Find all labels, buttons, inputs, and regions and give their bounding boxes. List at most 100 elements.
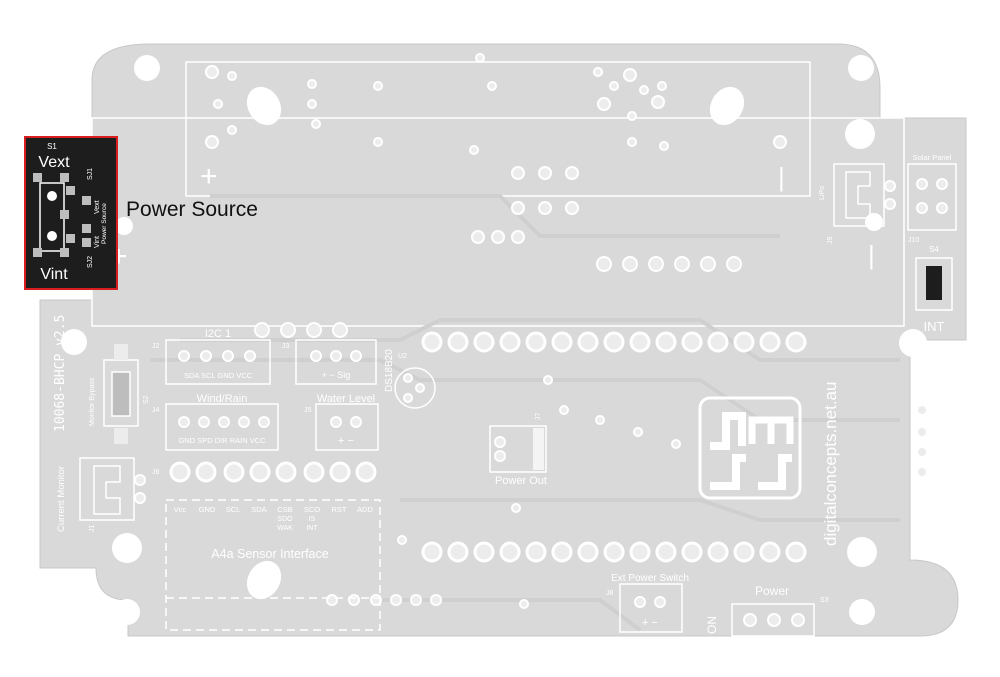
power-source-callout: Power Source [126,198,258,221]
current-monitor-shape [93,465,121,515]
sj1-label: SJ1 [87,168,94,180]
lipo-connector-shape [845,171,871,219]
s4-switch-body [926,266,942,300]
a4a-pin-5: CSB [277,505,292,514]
monitor-bypass-label: Monitor Bypass [89,377,96,426]
digital-concepts-logo [698,396,802,500]
s1-terminal-top [47,191,57,201]
a4a-pin-2: GND [199,505,216,514]
s1-ref: S1 [47,142,57,151]
ext-power-title: Ext Power Switch [611,573,689,584]
vias [326,375,928,609]
s1-pad-1 [33,173,42,182]
j3-pins [310,350,362,362]
sj2-pad-a [66,234,75,243]
header-row-bottom [421,541,807,563]
a4a-sub-sdo: SDO [277,516,293,523]
j4-ref: J4 [152,407,160,414]
wind-pin-labels: GND SPD DIR RAIN VCC [178,436,266,445]
s1-pad-4 [60,248,69,257]
solar-panel-outline [907,163,957,231]
sj2-label: SJ2 [87,256,94,268]
power-out-label: Power Out [495,475,547,487]
s4-switch-outline [915,257,953,311]
j9-ref: J9 [827,237,834,245]
s1-pad-3 [33,248,42,257]
s1-vint-vertical: Vint [94,236,101,248]
a4a-title: A4a Sensor Interface [211,547,328,561]
ds18b20-outline [394,367,436,409]
s4-label: INT [924,319,945,334]
power-out-outline [489,425,547,473]
water-pins [330,416,362,428]
s1-vint-label: Vint [40,266,68,283]
a4a-sub-int: INT [306,525,318,532]
power-out-block [533,428,544,470]
wind-title: Wind/Rain [197,393,248,405]
j7-ref: J7 [535,413,542,421]
ext-power-pin-labels: + − [642,617,658,629]
i2c-pin-labels: SDA SCL GND VCC [184,371,253,380]
i2c-connector-outline [165,339,271,385]
battery-pads [205,53,787,272]
i2c-title: I2C 1 [205,328,231,340]
s1-vext-label: Vext [38,154,70,171]
power-switch-outline [731,603,815,637]
header-row-top [421,331,807,353]
sj-center-pad [82,238,91,247]
sj2-pad-b [82,224,91,233]
pin-row-small [254,322,348,338]
a4a-sub-is: IS [309,516,316,523]
a4a-pin-8: ADD [357,505,373,514]
power-title: Power [755,584,789,598]
power-out-pins [494,436,506,462]
board-version: 10068-BHCP v2.5 [53,315,68,432]
wind-connector-outline [165,403,279,451]
monitor-bypass-tab-top [114,344,128,360]
lipo-label: LiPo [819,186,826,200]
u2-ref: U2 [398,353,407,360]
s1-vext-vertical: Vext [94,200,101,214]
power-on-label: ON [705,616,719,634]
lipo-pins [884,180,896,210]
mounting-holes [61,55,927,625]
i2c-ref: J2 [152,343,160,350]
a4a-sub-wak: WAK [277,525,293,532]
sj1-pad-b [82,196,91,205]
a4a-pin-1: Vcc [174,505,187,514]
website-label: digitalconcepts.net.au [821,382,840,546]
power-source-switch[interactable]: S1 Vext Vint SJ1 SJ2 Vext Power Source V… [24,136,118,290]
j3-pin-labels: + − Sig [322,370,351,380]
solar-panel-pins [916,178,948,214]
s1-power-source-vertical: Power Source [101,203,108,244]
battery-minus-top: | [778,162,785,192]
ds18b20-pins [403,373,425,403]
lipo-connector-outline [833,163,885,227]
monitor-bypass-body [111,371,131,417]
j10-ref: J10 [908,237,919,244]
battery-contact-right [865,213,883,231]
s1-pad-2 [60,173,69,182]
current-monitor-pins [134,474,146,504]
a4a-outline [165,499,381,631]
power-switch-pins [743,613,805,627]
ds18b20-label: DS18B20 [384,349,395,392]
battery-plus-top: + [200,160,218,193]
water-title: Water Level [317,393,375,405]
j3-connector-outline [295,339,377,385]
ext-power-outline [619,583,683,633]
s4-ref: S4 [929,245,939,254]
solar-panel-title: Solar Panel [913,153,952,162]
s1-terminal-bottom [47,231,57,241]
sj1-pad-a [66,186,75,195]
s2-ref: S2 [143,395,150,404]
j1-ref: J1 [89,525,96,533]
header-row-j6 [169,461,377,483]
water-connector-outline [315,403,379,451]
a4a-pin-4: SDA [251,505,266,514]
a4a-pin-6: SCO [304,505,320,514]
ext-power-pins [634,596,666,608]
battery-minus-bottom: | [868,240,875,270]
battery-contact-left [115,217,133,235]
